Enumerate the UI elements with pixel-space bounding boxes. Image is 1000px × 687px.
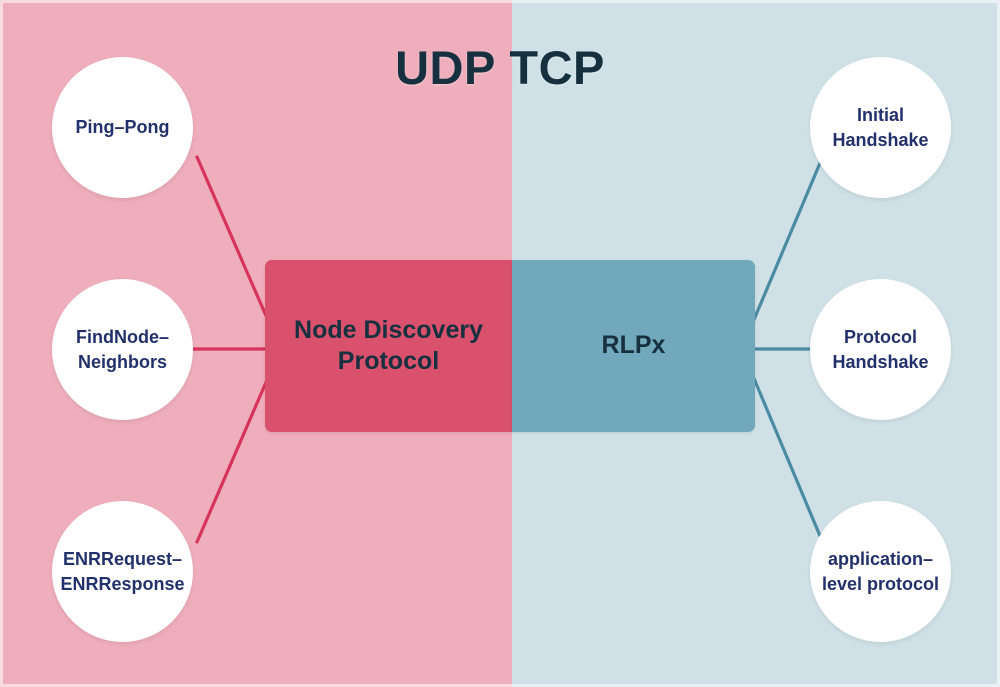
title-tcp: TCP [509,41,605,94]
link-application-level-protocol [740,348,825,545]
node-ping-pong[interactable]: Ping–Pong [52,57,193,198]
page-title: UDP TCP [0,40,1000,95]
link-initial-handshake [740,154,825,350]
rlpx-box[interactable]: RLPx [512,260,755,432]
title-udp: UDP [395,41,496,94]
node-enrrequest-enrresponse[interactable]: ENRRequest–ENRResponse [52,501,193,642]
node-findnode-neighbors[interactable]: FindNode–Neighbors [52,279,193,420]
node-application-level-protocol[interactable]: application–level protocol [810,501,951,642]
node-discovery-protocol-box[interactable]: Node Discovery Protocol [265,260,512,432]
